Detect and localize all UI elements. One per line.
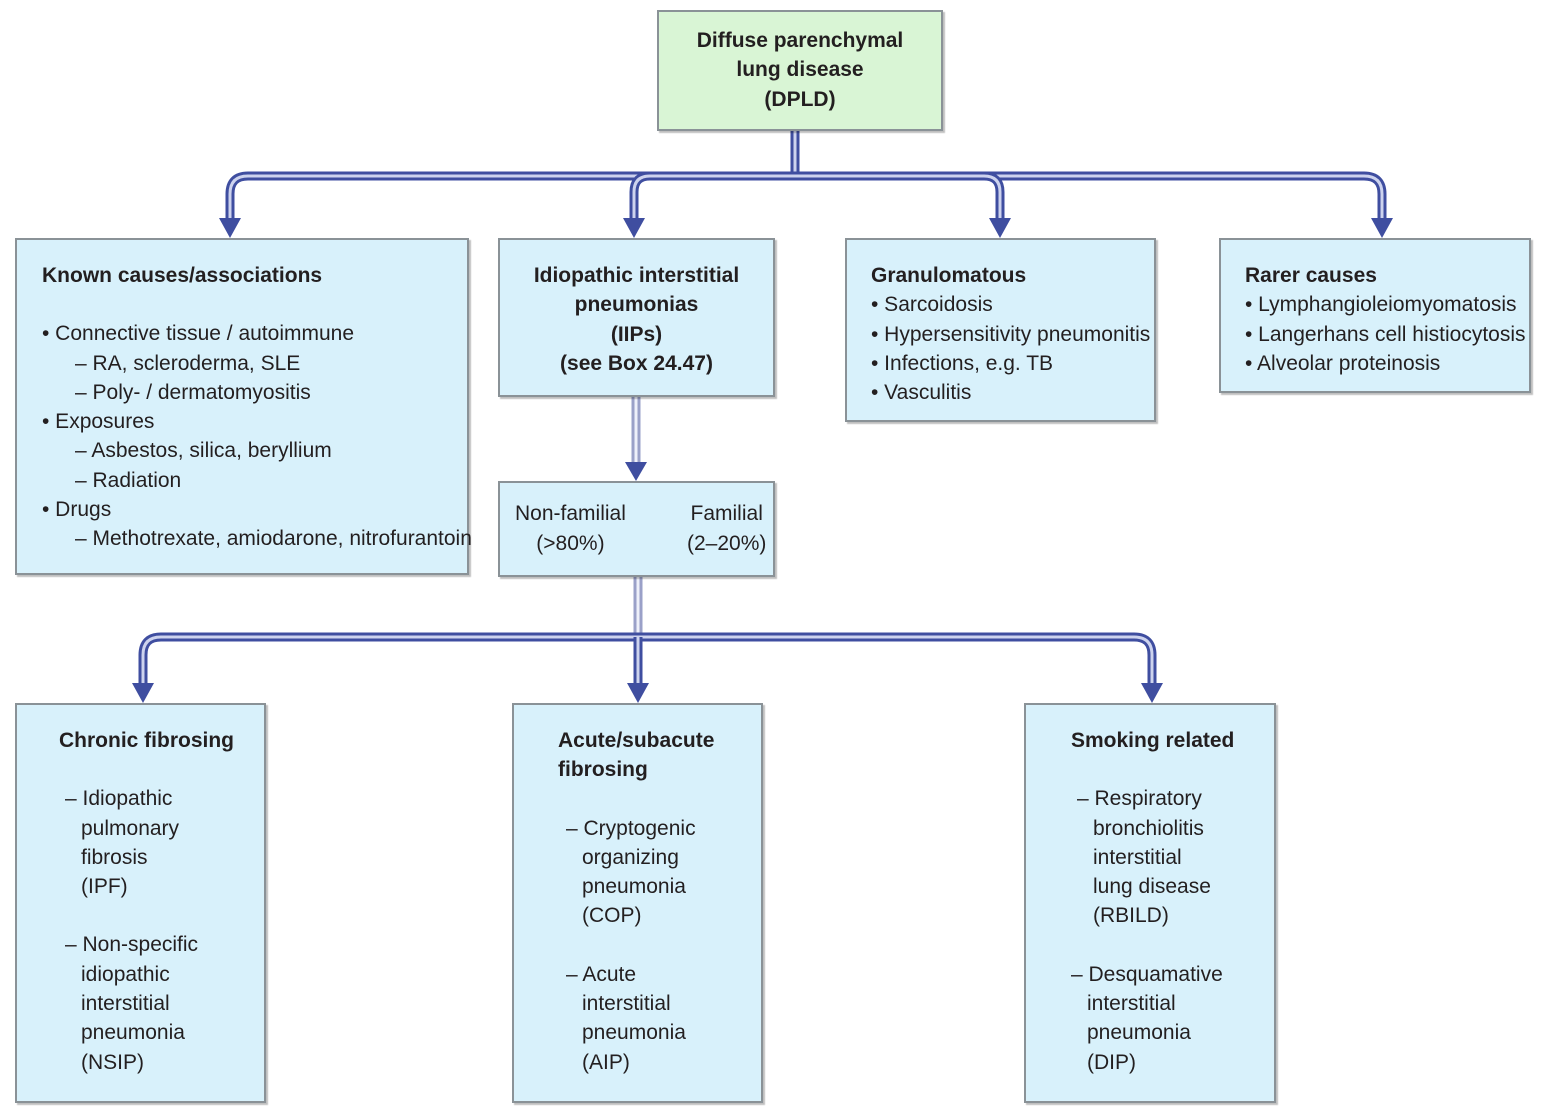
smoking-item: (DIP)	[1087, 1050, 1136, 1074]
granulomatous-item: • Sarcoidosis	[871, 293, 993, 317]
smoking-item: (RBILD)	[1093, 904, 1169, 928]
rarer-item: • Langerhans cell histiocytosis	[1245, 322, 1526, 346]
known-item: – RA, scleroderma, SLE	[75, 351, 301, 375]
chronic-item: interstitial	[81, 992, 170, 1016]
familial-label: Familial	[690, 502, 763, 525]
familial-column: Familial (2–20%)	[687, 499, 766, 559]
acute-item: (AIP)	[582, 1050, 630, 1074]
rarer-item: • Lymphangioleiomyomatosis	[1245, 293, 1517, 317]
acute-title-line: fibrosing	[558, 758, 648, 782]
chronic-item: pneumonia	[81, 1021, 185, 1045]
non-familial-percent: (>80%)	[536, 532, 605, 555]
acute-item: (COP)	[582, 904, 642, 928]
smoking-item: lung disease	[1093, 875, 1211, 899]
chronic-fibrosing-box: Chronic fibrosing – Idiopathic pulmonary…	[15, 703, 266, 1103]
root-line-2: lung disease	[736, 58, 864, 82]
known-item: – Asbestos, silica, beryllium	[75, 439, 332, 463]
known-causes-title: Known causes/associations	[42, 264, 323, 287]
iip-line: pneumonias	[574, 293, 699, 317]
chronic-item: (NSIP)	[81, 1050, 144, 1074]
granulomatous-item: • Infections, e.g. TB	[871, 351, 1054, 375]
familial-percent: (2–20%)	[687, 532, 767, 555]
familial-split-box: Non-familial (>80%) Familial (2–20%)	[498, 481, 775, 577]
smoking-item: pneumonia	[1087, 1021, 1191, 1045]
chronic-item: – Non-specific	[65, 933, 199, 957]
root-line-1: Diffuse parenchymal	[696, 29, 904, 52]
iip-box: Idiopathic interstitial pneumonias (IIPs…	[498, 238, 775, 397]
smoking-related-box: Smoking related – Respiratory bronchioli…	[1024, 703, 1276, 1103]
granulomatous-box: Granulomatous • Sarcoidosis • Hypersensi…	[845, 238, 1156, 422]
iip-line: (IIPs)	[610, 322, 663, 346]
acute-item: organizing	[582, 845, 679, 869]
chronic-fibrosing-title: Chronic fibrosing	[59, 729, 234, 752]
acute-item: interstitial	[582, 992, 671, 1016]
acute-item: – Cryptogenic	[566, 816, 696, 840]
non-familial-label: Non-familial	[515, 502, 626, 525]
chronic-item: idiopathic	[81, 962, 170, 986]
rarer-causes-box: Rarer causes • Lymphangioleiomyomatosis …	[1219, 238, 1531, 393]
chronic-item: fibrosis	[81, 845, 148, 869]
acute-subacute-box: Acute/subacute fibrosing – Cryptogenic o…	[512, 703, 763, 1103]
known-item: – Methotrexate, amiodarone, nitrofuranto…	[75, 527, 472, 551]
root-line-3: (DPLD)	[764, 87, 836, 111]
granulomatous-item: • Vasculitis	[871, 381, 972, 405]
top-connector	[225, 131, 1387, 222]
rarer-causes-title: Rarer causes	[1245, 264, 1377, 287]
rarer-item: • Alveolar proteinosis	[1245, 351, 1441, 375]
smoking-item: bronchiolitis	[1093, 816, 1204, 840]
known-item: • Connective tissue / autoimmune	[42, 322, 355, 346]
granulomatous-title: Granulomatous	[871, 264, 1027, 287]
acute-item: pneumonia	[582, 1021, 686, 1045]
known-item: – Radiation	[75, 468, 182, 492]
known-item: • Drugs	[42, 498, 112, 522]
dpld-root-box: Diffuse parenchymal lung disease (DPLD)	[657, 10, 943, 131]
known-item: – Poly- / dermatomyositis	[75, 380, 311, 404]
iip-line: Idiopathic interstitial	[533, 264, 740, 287]
iip-arrowhead	[625, 462, 647, 481]
known-causes-box: Known causes/associations • Connective t…	[15, 238, 472, 575]
acute-item: pneumonia	[582, 875, 686, 899]
smoking-item: interstitial	[1093, 845, 1182, 869]
chronic-item: – Idiopathic	[65, 787, 173, 811]
iip-line: (see Box 24.47)	[560, 351, 713, 375]
known-item: • Exposures	[42, 410, 155, 434]
chronic-item: pulmonary	[81, 816, 180, 840]
acute-item: – Acute	[566, 962, 637, 986]
smoking-related-title: Smoking related	[1071, 729, 1235, 752]
chronic-item: (IPF)	[81, 875, 128, 899]
smoking-item: interstitial	[1087, 992, 1176, 1016]
bottom-connector	[138, 577, 1157, 686]
non-familial-column: Non-familial (>80%)	[515, 499, 626, 559]
top-arrowheads	[219, 218, 1393, 238]
bottom-arrowheads	[132, 683, 1163, 703]
smoking-item: – Desquamative	[1071, 962, 1223, 986]
granulomatous-item: • Hypersensitivity pneumonitis	[871, 322, 1151, 346]
smoking-item: – Respiratory	[1077, 787, 1202, 811]
acute-title-line: Acute/subacute	[558, 729, 715, 752]
